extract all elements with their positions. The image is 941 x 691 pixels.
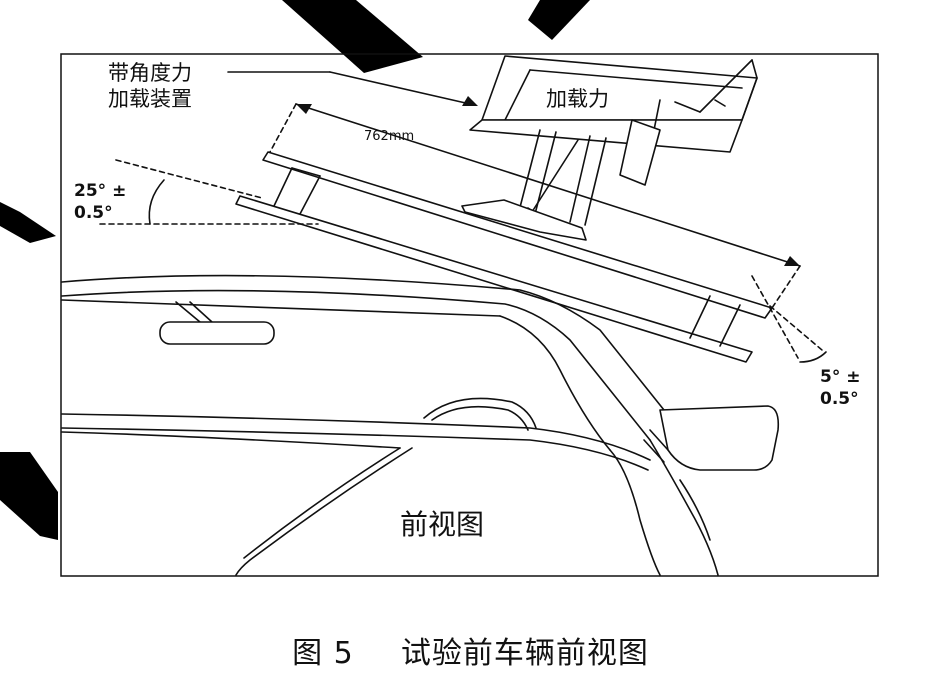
side-mirror <box>659 405 780 471</box>
force-label: 加载力 <box>546 87 609 111</box>
stripe-top-right <box>528 0 590 40</box>
device-label-line2: 加载装置 <box>108 87 192 111</box>
angle-left-line1: 25° ± <box>74 181 126 201</box>
angle-25 <box>99 159 319 225</box>
loading-plate <box>235 151 773 363</box>
stripe-left-mid <box>0 202 56 243</box>
rearview-mirror <box>159 321 275 345</box>
figure-caption: 图 5 试验前车辆前视图 <box>0 628 941 672</box>
stripe-left-low <box>0 452 58 540</box>
figure-title: 试验前车辆前视图 <box>400 636 649 671</box>
device-label-line1: 带角度力 <box>108 61 192 85</box>
dimension-762 <box>269 103 801 309</box>
angle-left-line2: 0.5° <box>74 203 113 223</box>
angle-right-line1: 5° ± <box>820 367 861 387</box>
vehicle <box>61 274 780 576</box>
device-label-arrow <box>329 71 471 105</box>
figure-number: 图 5 <box>292 636 354 671</box>
angle-5 <box>751 275 827 363</box>
diagram-frame <box>60 53 879 577</box>
stripe-top-center <box>282 0 423 73</box>
force-arrow <box>529 139 579 216</box>
view-label: 前视图 <box>400 508 484 541</box>
loading-device <box>461 55 758 241</box>
angle-right-line2: 0.5° <box>820 389 859 409</box>
length-label: 762mm <box>364 129 414 144</box>
